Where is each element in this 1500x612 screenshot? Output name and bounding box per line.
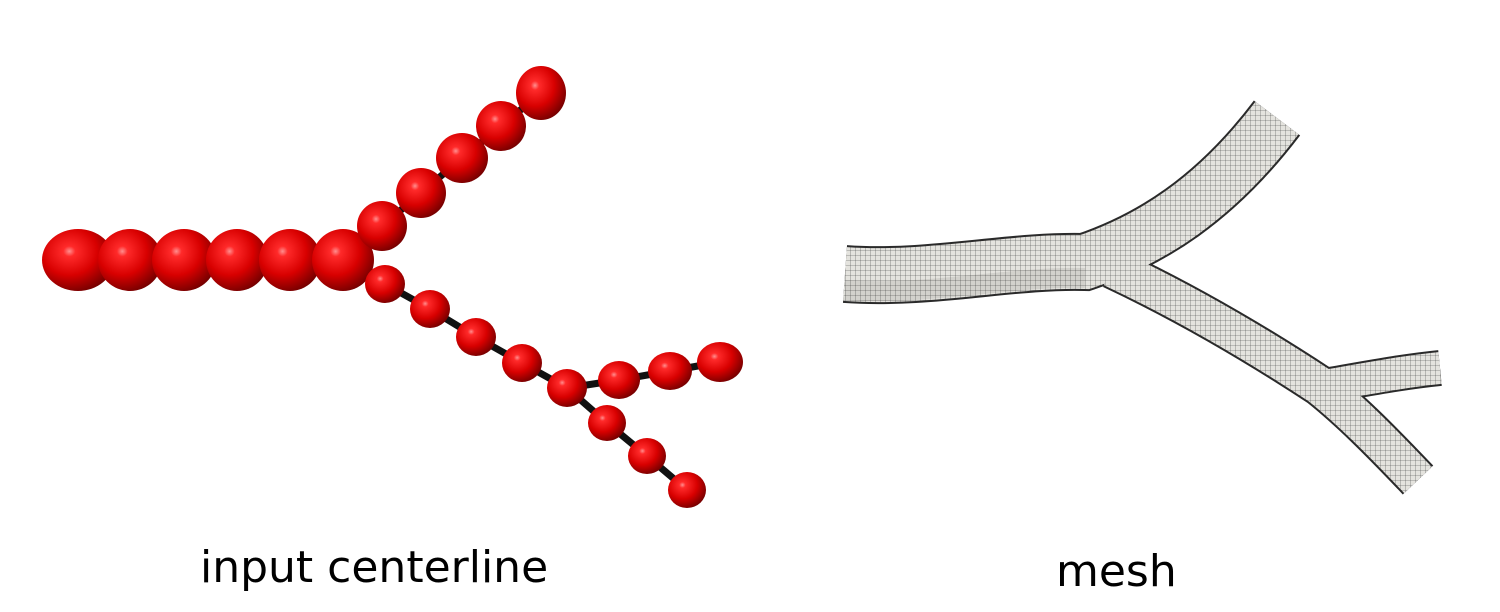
centerline-sphere [42,229,114,291]
caption-input-centerline: input centerline [200,542,549,593]
centerline-sphere [410,290,450,328]
centerline-panel [42,66,743,508]
centerline-sphere [312,229,374,291]
mesh-panel [842,100,1442,495]
centerline-sphere [516,66,566,120]
centerline-sphere [206,229,268,291]
centerline-sphere [259,229,321,291]
centerline-sub-branch-down [563,384,691,494]
centerline-sphere [598,361,640,399]
centerline-sphere [456,318,496,356]
centerline-sphere [436,133,488,183]
centerline-sphere [588,405,626,441]
caption-mesh: mesh [1056,546,1177,597]
centerline-sphere [628,438,666,474]
mesh-lower-branch [1103,250,1432,494]
mesh-sub-branch-right [1315,352,1442,403]
centerline-sphere [476,101,526,151]
mesh-vessel [842,100,1442,495]
centerline-sphere [396,168,446,218]
centerline-sphere [152,229,216,291]
centerline-sub-branch-right [563,358,724,392]
centerline-sphere [502,344,542,382]
centerline-sphere [357,201,407,251]
centerline-sphere [365,265,405,303]
centerline-spheres [42,66,743,508]
centerline-sphere [668,472,706,508]
centerline-sphere [547,369,587,407]
centerline-sphere [648,352,692,390]
mesh-trunk-and-upper-branch [843,101,1299,303]
centerline-sphere [697,342,743,382]
centerline-sphere [98,229,162,291]
